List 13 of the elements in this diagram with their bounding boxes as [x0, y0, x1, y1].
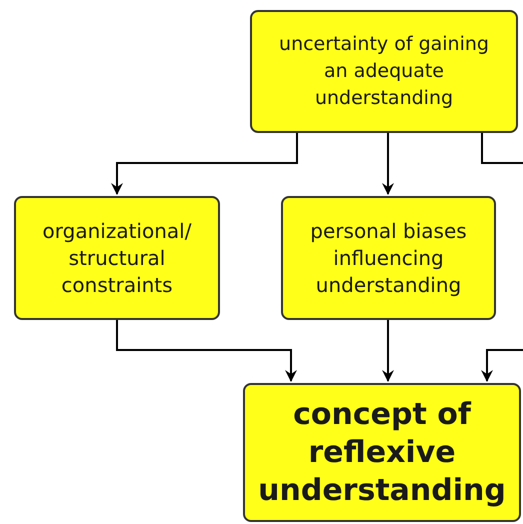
arrow [481, 349, 523, 382]
arrow [382, 320, 394, 382]
process-box [281, 196, 496, 320]
box-label: uncertainty of gaining an adequate understanding [278, 32, 490, 111]
arrow [382, 133, 394, 195]
box-label: personal biases influencing understanding [309, 218, 468, 298]
box-label: organizational/ structural constraints [42, 218, 192, 298]
process-box [243, 383, 521, 522]
arrow [116, 320, 297, 382]
arrow [111, 133, 298, 195]
process-box [250, 10, 518, 133]
box-label: concept of reflexive understanding [257, 396, 507, 510]
process-box [14, 196, 220, 320]
